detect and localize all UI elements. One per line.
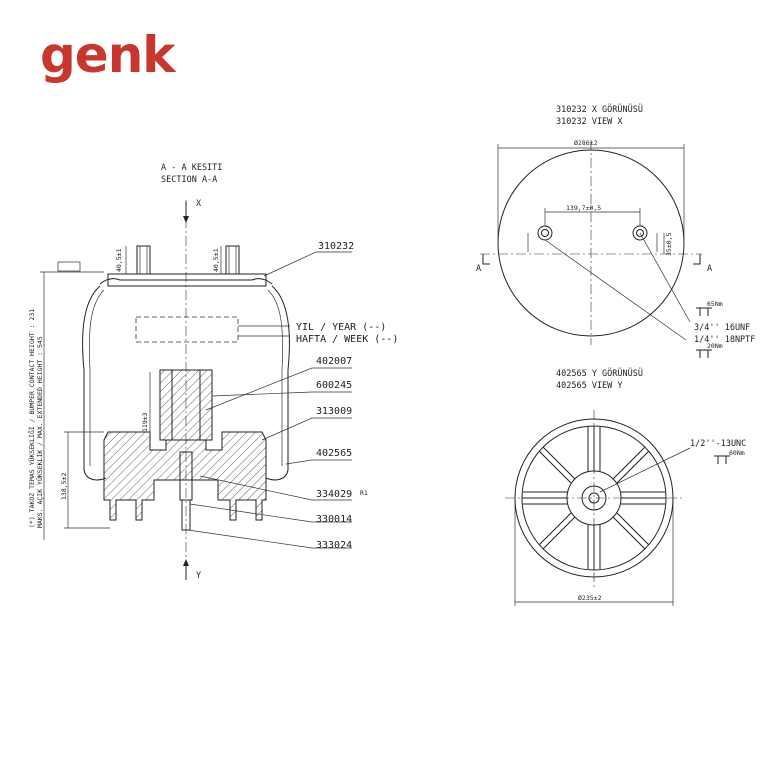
- callout-333024: 333024: [316, 540, 352, 551]
- view-x-title-en: 310232 VIEW X: [556, 117, 623, 127]
- bolt-head: [179, 451, 193, 501]
- dim-bumper-height: 119±3: [141, 412, 149, 432]
- date-code-box: [135, 316, 239, 343]
- torque-20: 20Nm: [707, 342, 723, 350]
- top-plate: [107, 273, 267, 287]
- stud-left: [136, 245, 151, 275]
- dim-piston-height: 138,5±2: [60, 473, 68, 500]
- revision-mark: R1: [360, 489, 368, 497]
- dim-stud-right: 40,5±1: [212, 248, 220, 272]
- note-contact-height: (*) TAKOZ TEMAS YÜKSEKLİĞİ / BUMPER CONT…: [27, 309, 36, 528]
- callout-334029: 334029: [316, 489, 352, 500]
- dim-view-y-diameter: Ø235±2: [578, 594, 602, 602]
- revision-box: [57, 261, 81, 272]
- section-mark-left: A: [476, 264, 481, 274]
- view-x-title-tr: 310232 X GÖRÜNÜSÜ: [556, 104, 643, 115]
- view-y-title-tr: 402565 Y GÖRÜNÜSÜ: [556, 368, 643, 379]
- thread-1-4: 1/4'' 18NPTF: [694, 335, 755, 345]
- wrench-icon: [696, 307, 712, 316]
- dim-view-x-diameter: Ø286±2: [574, 139, 598, 147]
- axis-x-label: X: [196, 199, 202, 209]
- section-a-a: A - A KESITI SECTION A-A X Y 40,5±1 40,5…: [27, 163, 398, 581]
- bellow-left: [82, 285, 107, 481]
- callout-330014: 330014: [316, 514, 352, 525]
- view-x: 310232 X GÖRÜNÜSÜ 310232 VIEW X Ø286±2 1…: [476, 104, 755, 358]
- axis-y-label: Y: [196, 571, 201, 581]
- section-mark-right: A: [707, 264, 712, 274]
- piston-hub: [566, 470, 622, 526]
- view-y-title-en: 402565 VIEW Y: [556, 381, 623, 391]
- dim-offset: 35±0,5: [665, 232, 673, 256]
- axis-x-arrowhead: [183, 216, 189, 223]
- stud-right: [225, 245, 240, 275]
- thread-1-2: 1/2''-13UNC: [690, 439, 746, 449]
- wrench-icon: [714, 455, 730, 464]
- piston: [103, 431, 267, 521]
- callout-402007: 402007: [316, 356, 352, 367]
- genk-logo: genk: [40, 26, 176, 84]
- note-max-height: MAKS. AÇIK YÜKSEKLİK / MAX. EXTENDED HEI…: [35, 336, 44, 528]
- bumper: [159, 369, 213, 441]
- torque-65: 65Nm: [707, 300, 723, 308]
- stud-hole-left: [537, 225, 553, 241]
- axis-y-arrowhead: [183, 559, 189, 566]
- callout-week: HAFTA / WEEK (--): [296, 334, 398, 345]
- section-title-tr: A - A KESITI: [161, 163, 222, 173]
- callout-313009: 313009: [316, 406, 352, 417]
- view-y: 402565 Y GÖRÜNÜSÜ 402565 VIEW Y 1/2''-13…: [505, 368, 746, 606]
- bead-plate: [99, 278, 273, 285]
- torque-60: 60Nm: [729, 449, 745, 457]
- callout-600245: 600245: [316, 380, 352, 391]
- section-title-en: SECTION A-A: [161, 175, 217, 185]
- callout-year: YIL / YEAR (--): [296, 322, 386, 333]
- bellow-right: [265, 285, 290, 481]
- thread-3-4: 3/4'' 16UNF: [694, 323, 750, 333]
- callout-402565: 402565: [316, 448, 352, 459]
- wrench-icon: [696, 349, 712, 358]
- dim-stud-spacing: 139,7±0,5: [566, 204, 601, 212]
- callout-310232: 310232: [318, 241, 354, 252]
- dim-stud-left: 40,5±1: [115, 248, 123, 272]
